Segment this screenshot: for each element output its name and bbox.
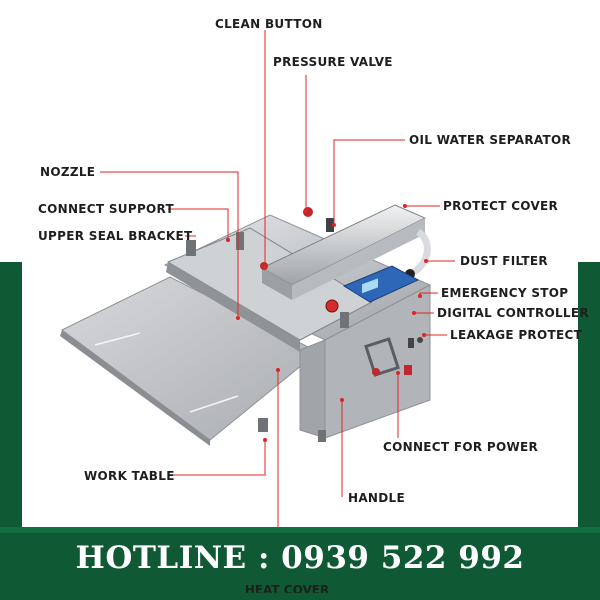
label-dust-filter: DUST FILTER bbox=[460, 254, 548, 268]
label-oil-water-separator: OIL WATER SEPARATOR bbox=[409, 133, 571, 147]
label-leakage-protect: LEAKAGE PROTECT bbox=[450, 328, 583, 342]
label-nozzle: NOZZLE bbox=[40, 165, 95, 179]
label-emergency-stop: EMERGENCY STOP bbox=[441, 286, 568, 300]
label-handle: HANDLE bbox=[348, 491, 405, 505]
leader-dots bbox=[226, 204, 428, 442]
label-upper-seal-bracket: UPPER SEAL BRACKET bbox=[38, 229, 193, 243]
vacuum-sealer-machine bbox=[60, 204, 432, 446]
dust-filter-hose bbox=[411, 228, 431, 275]
right-green-accent bbox=[578, 262, 600, 527]
handle-bar bbox=[364, 337, 400, 377]
leader-lines bbox=[100, 30, 455, 600]
emergency-stop-button bbox=[325, 299, 339, 313]
main-body-left bbox=[299, 339, 326, 439]
label-pressure-valve: PRESSURE VALVE bbox=[273, 55, 393, 69]
hotline-text: HOTLINE : 0939 522 992 bbox=[75, 540, 525, 576]
label-protect-cover: PROTECT COVER bbox=[443, 199, 558, 213]
pressure-valve-body bbox=[326, 218, 334, 232]
label-connect-support: CONNECT SUPPORT bbox=[38, 202, 175, 216]
label-clean-button: CLEAN BUTTON bbox=[215, 17, 323, 31]
label-digital-controller: DIGITAL CONTROLLER bbox=[437, 306, 589, 320]
label-connect-for-power: CONNECT FOR POWER bbox=[383, 440, 538, 454]
label-work-table: WORK TABLE bbox=[84, 469, 175, 483]
clean-button-knob bbox=[303, 207, 313, 217]
hotline-banner bbox=[0, 527, 600, 600]
left-green-accent bbox=[0, 262, 22, 527]
label-heat-cover: HEAT COVER bbox=[244, 583, 330, 597]
